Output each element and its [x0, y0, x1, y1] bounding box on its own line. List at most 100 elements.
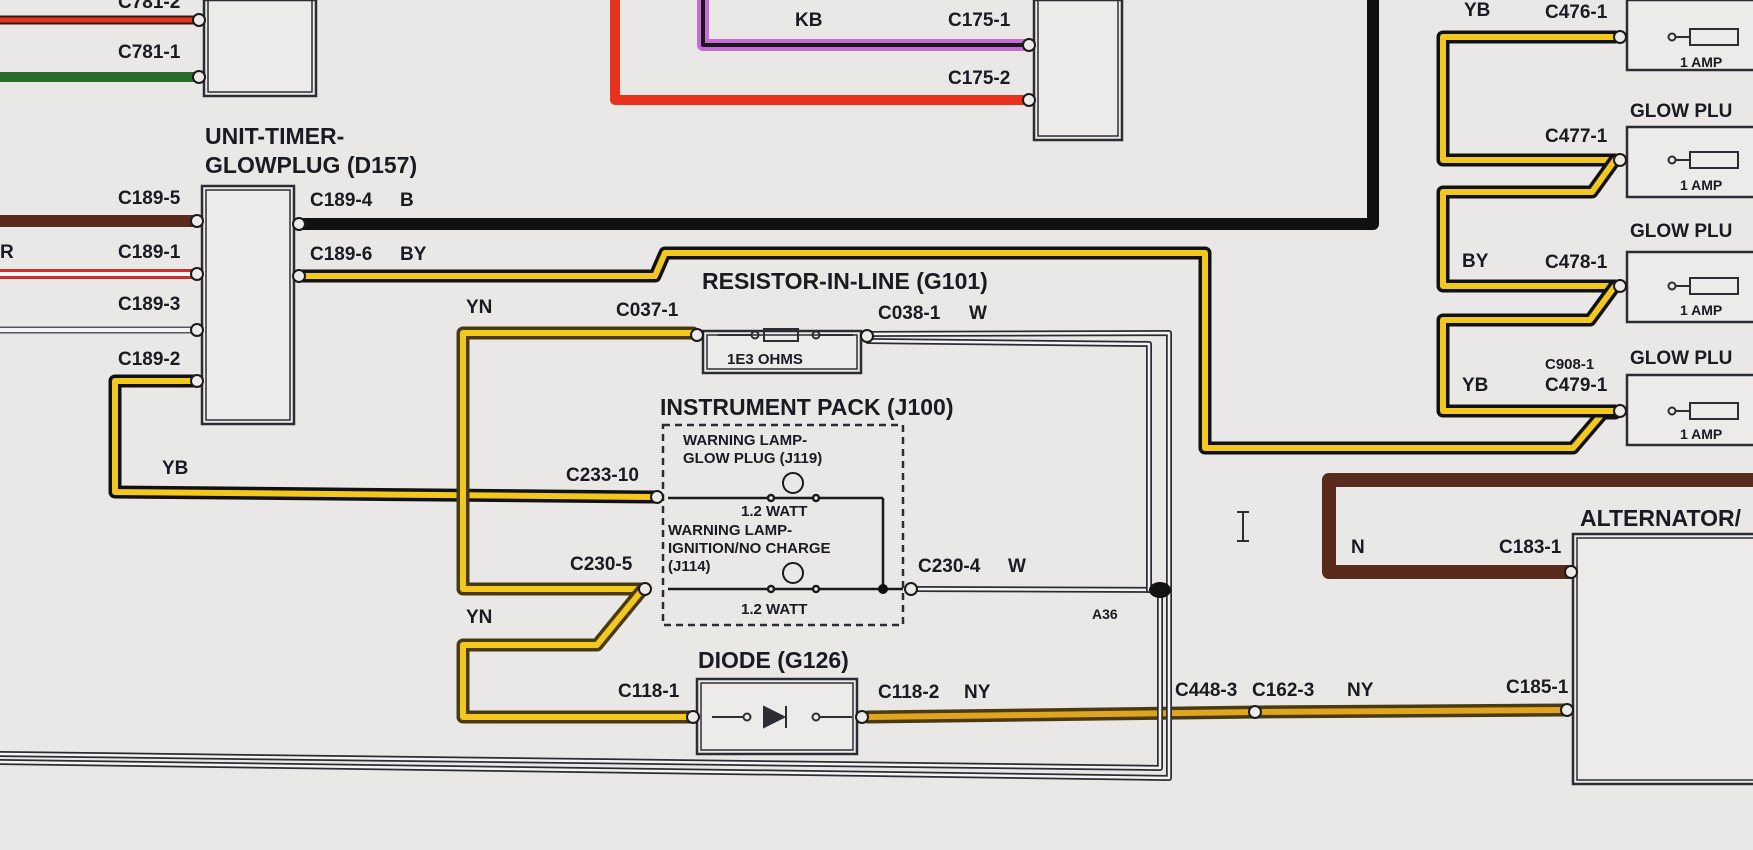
- fuse-label-1: 1 AMP: [1680, 54, 1722, 70]
- label-wire-yn-bottom: YN: [466, 607, 492, 628]
- label-c183-1: C183-1: [1499, 537, 1562, 558]
- label-wire-b: B: [400, 190, 414, 211]
- label-r-partial: R: [0, 242, 14, 263]
- resistor-box: [701, 329, 863, 375]
- lamp2-watt: 1.2 WATT: [741, 601, 807, 618]
- label-c476-1: C476-1: [1545, 2, 1608, 23]
- alternator-title: ALTERNATOR/: [1580, 505, 1742, 531]
- wire-glow-2-core: [1440, 157, 1618, 289]
- label-c230-5: C230-5: [570, 554, 633, 575]
- fuses: [1667, 28, 1739, 420]
- diode-title: DIODE (G126): [698, 647, 849, 673]
- wire-b: [294, 0, 1379, 230]
- resistor-symbol: [718, 328, 853, 342]
- resistor-title: RESISTOR-IN-LINE (G101): [702, 268, 988, 294]
- glow-plug-label-1: GLOW PLU: [1630, 101, 1732, 122]
- fuse-symbol-3: [1667, 277, 1739, 295]
- fuse-symbol-2: [1667, 151, 1739, 169]
- wire-kb-core: [701, 0, 1027, 47]
- label-c189-5: C189-5: [118, 188, 181, 209]
- label-wire-w-resistor: W: [969, 303, 987, 324]
- timer-title-line1: UNIT-TIMER-: [205, 123, 344, 149]
- label-a36: A36: [1092, 606, 1118, 622]
- label-c477-1: C477-1: [1545, 126, 1608, 147]
- label-wire-yb-left: YB: [162, 458, 188, 479]
- label-c189-4: C189-4: [310, 190, 373, 211]
- lamp1-line2: GLOW PLUG (J119): [683, 450, 822, 467]
- label-c189-2: C189-2: [118, 349, 180, 370]
- fuse-label-4: 1 AMP: [1680, 426, 1722, 442]
- label-c037-1: C037-1: [616, 300, 679, 321]
- label-c189-3: C189-3: [118, 294, 180, 315]
- components: [200, 0, 1753, 786]
- label-wire-yb-glow1: YB: [1464, 0, 1490, 21]
- instrument-pack-internals: [668, 472, 903, 594]
- fuse-symbol-4: [1667, 402, 1739, 420]
- relay-box-top-left-inner: [207, 0, 313, 93]
- label-wire-yb-glow4: YB: [1462, 375, 1488, 396]
- label-c118-1: C118-1: [618, 681, 680, 702]
- text-cursor-icon: [1237, 511, 1249, 542]
- lamp1-line1: WARNING LAMP-: [683, 432, 807, 449]
- wire-c175-2: [610, 0, 1030, 105]
- labels: C781-2 C781-1 KB C175-1 C175-2 UNIT-TIME…: [0, 0, 1742, 703]
- label-wire-ny-diode: NY: [964, 682, 991, 703]
- alternator-box-inner: [1576, 537, 1753, 781]
- label-kb: KB: [795, 10, 822, 31]
- alternator-box: [1571, 532, 1753, 786]
- wire-n: [1322, 473, 1753, 579]
- lamp2-line1: WARNING LAMP-: [668, 522, 792, 539]
- label-c781-1: C781-1: [118, 42, 181, 63]
- label-c448-3: C448-3: [1175, 680, 1237, 701]
- label-c038-1: C038-1: [878, 303, 941, 324]
- label-wire-yn-top: YN: [466, 297, 492, 318]
- junction-dot: [878, 584, 888, 594]
- label-wire-by: BY: [400, 244, 427, 265]
- wire-w-top: [865, 338, 1152, 593]
- timer-title-line2: GLOWPLUG (D157): [205, 152, 417, 178]
- wire-yn-bottom-core: [460, 586, 696, 720]
- label-wire-by-glow3: BY: [1462, 251, 1489, 272]
- label-c162-3: C162-3: [1252, 680, 1314, 701]
- label-c781-2: C781-2: [118, 0, 180, 13]
- label-c175-2: C175-2: [948, 68, 1010, 89]
- instrument-pack-title: INSTRUMENT PACK (J100): [660, 394, 954, 420]
- wire-w-top-core: [866, 339, 1151, 592]
- label-c478-1: C478-1: [1545, 252, 1608, 273]
- label-c175-1: C175-1: [948, 10, 1011, 31]
- label-wire-n: N: [1351, 537, 1365, 558]
- glow-plug-box-2: [1625, 125, 1753, 199]
- label-c118-2: C118-2: [878, 682, 939, 703]
- fuse-label-3: 1 AMP: [1680, 302, 1722, 318]
- label-wire-w-instrument: W: [1008, 556, 1026, 577]
- resistor-value: 1E3 OHMS: [727, 351, 803, 368]
- lamp2-line2: IGNITION/NO CHARGE: [668, 540, 831, 557]
- glow-plug-label-3: GLOW PLU: [1630, 348, 1732, 369]
- wire-yn-top-core: [460, 330, 696, 592]
- wire-yb-left-core: [112, 378, 658, 500]
- lamp-glow-plug-icon: [782, 472, 804, 494]
- instrument-pack-box: [661, 423, 905, 627]
- diode-box-inner: [700, 682, 854, 751]
- wire-by-core: [297, 250, 1618, 451]
- connector-pins: [190, 13, 1627, 724]
- glow-plug-label-2: GLOW PLU: [1630, 221, 1732, 242]
- wire-glow-3-core: [1440, 283, 1618, 414]
- relay-box-top-left: [202, 0, 318, 98]
- timer-glowplug-box-inner: [205, 189, 291, 421]
- wire-w-instrument-core: [0, 587, 1162, 770]
- splice-a36: [1149, 582, 1171, 598]
- wires: [0, 0, 1753, 781]
- label-c189-1: C189-1: [118, 242, 181, 263]
- label-c189-6: C189-6: [310, 244, 372, 265]
- wire-glow-1-core: [1440, 34, 1618, 163]
- component-box-top-center: [1032, 0, 1124, 142]
- wire-w-resistor-core: [0, 331, 1171, 780]
- fuse-label-2: 1 AMP: [1680, 177, 1722, 193]
- label-c185-1: C185-1: [1506, 677, 1569, 698]
- fuse-symbol-1: [1667, 28, 1739, 46]
- lamp-ignition-icon: [782, 562, 804, 584]
- label-wire-ny-alternator: NY: [1347, 680, 1374, 701]
- wire-yn-top: [456, 326, 700, 596]
